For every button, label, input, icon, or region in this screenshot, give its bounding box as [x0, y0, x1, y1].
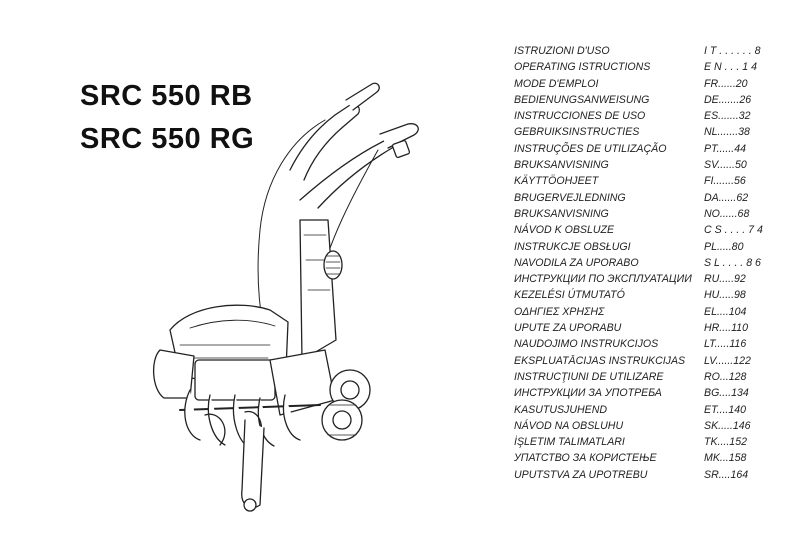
toc-language-label: MODE D'EMPLOI — [514, 77, 599, 90]
toc-language-label: ΟΔΗΓΙΕΣ ΧΡΗΣΗΣ — [514, 305, 605, 318]
toc-language-label: BRUKSANVISNING — [514, 159, 609, 172]
toc-page-ref: TK....152 — [704, 436, 747, 449]
toc-page-ref: S L . . . . 8 6 — [704, 256, 761, 269]
toc-language-label: INSTRUCŢIUNI DE UTILIZARE — [514, 370, 664, 383]
toc-page-ref: DA......62 — [704, 191, 749, 204]
tine-shaft — [179, 404, 321, 411]
toc-language-label: NÁVOD NA OBSLUHU — [514, 419, 624, 432]
toc-page-ref: FI.......56 — [704, 175, 746, 188]
tiller-illustration — [153, 82, 419, 512]
toc-language-label: INSTRUCCIONES DE USO — [514, 110, 646, 123]
toc-entry[interactable]: NAUDOJIMO INSTRUKCIJOS LT.....116 — [514, 338, 762, 354]
toc-language-label: ИНСТРУКЦИИ ПО ЭКСПЛУАТАЦИИ — [514, 273, 692, 286]
starter-housing — [153, 349, 195, 399]
toc-page-ref: ES.......32 — [704, 110, 751, 123]
drag-bar — [241, 419, 265, 509]
toc-page-ref: NL.......38 — [704, 126, 750, 139]
toc-language-label: KÄYTTÖOHJEET — [514, 175, 599, 188]
toc-entry[interactable]: GEBRUIKSINSTRUCTIES NL.......38 — [514, 126, 762, 142]
toc-entry[interactable]: ИНСТРУКЦИИ ПО ЭКСПЛУАТАЦИИ RU.....92 — [514, 273, 762, 289]
toc-page-ref: RO...128 — [704, 370, 747, 383]
toc-language-label: BRUKSANVISNING — [514, 207, 609, 220]
toc-page-ref: E N . . . 1 4 — [704, 61, 757, 74]
toc-language-label: BEDIENUNGSANWEISUNG — [514, 93, 650, 106]
toc-entry[interactable]: KASUTUSJUHEND ET....140 — [514, 404, 762, 420]
toc-entry[interactable]: BRUGERVEJLEDNING DA......62 — [514, 192, 762, 208]
toc-language-label: KEZELÉSI ÚTMUTATÓ — [514, 289, 625, 302]
toc-page-ref: RU.....92 — [704, 273, 746, 286]
toc-page-ref: ET....140 — [704, 403, 747, 416]
model-title-rb: SRC 550 RB — [80, 80, 253, 112]
model-title-rg: SRC 550 RG — [80, 123, 255, 155]
toc-page-ref: SR....164 — [704, 468, 749, 481]
toc-page-ref: BG....134 — [704, 387, 749, 400]
toc-entry[interactable]: İŞLETIM TALIMATLARI TK....152 — [514, 436, 762, 452]
toc-language-label: OPERATING ISTRUCTIONS — [514, 61, 651, 74]
toc-entry[interactable]: OPERATING ISTRUCTIONS E N . . . 1 4 — [514, 61, 762, 77]
toc-entry[interactable]: ИНСТРУКЦИИ ЗА УПОТРЕБА BG....134 — [514, 387, 762, 403]
toc-page-ref: EL....104 — [704, 305, 747, 318]
toc-page-ref: PT......44 — [704, 142, 747, 155]
toc-language-label: UPUTE ZA UPORABU — [514, 322, 622, 335]
toc-entry[interactable]: UPUTSTVA ZA UPOTREBU SR....164 — [514, 469, 762, 485]
toc-entry[interactable]: ISTRUZIONI D'USO I T . . . . . . 8 — [514, 45, 762, 61]
toc-entry[interactable]: INSTRUÇÕES DE UTILIZAÇÃO PT......44 — [514, 143, 762, 159]
toc-entry[interactable]: NÁVOD NA OBSLUHU SK.....146 — [514, 420, 762, 436]
toc-entry[interactable]: NÁVOD K OBSLUZE C S . . . . 7 4 — [514, 224, 763, 240]
toc-page-ref: PL.....80 — [704, 240, 744, 253]
toc-language-label: ISTRUZIONI D'USO — [514, 45, 610, 57]
toc-entry[interactable]: BRUKSANVISNING NO......68 — [514, 208, 762, 224]
toc-page-ref: MK...158 — [704, 452, 747, 465]
toc-language-label: BRUGERVEJLEDNING — [514, 191, 626, 204]
toc-language-label: KASUTUSJUHEND — [514, 403, 608, 416]
toc-page-ref: FR......20 — [704, 77, 748, 90]
toc-entry[interactable]: INSTRUCŢIUNI DE UTILIZARE RO...128 — [514, 371, 762, 387]
right-grip — [379, 123, 419, 149]
toc-entry[interactable]: ΟΔΗΓΙΕΣ ΧΡΗΣΗΣ EL....104 — [514, 306, 762, 322]
toc-entry[interactable]: NAVODILA ZA UPORABO S L . . . . 8 6 — [514, 257, 762, 273]
engine-block — [194, 359, 276, 401]
toc-language-label: ИНСТРУКЦИИ ЗА УПОТРЕБА — [514, 387, 662, 400]
toc-language-label: İŞLETIM TALIMATLARI — [514, 436, 625, 449]
toc-page-ref: HU.....98 — [704, 289, 746, 302]
toc-page-ref: SK.....146 — [704, 419, 751, 432]
toc-entry[interactable]: UPUTE ZA UPORABU HR....110 — [514, 322, 762, 338]
toc-entry[interactable]: MODE D'EMPLOI FR......20 — [514, 78, 762, 94]
toc-language-label: УПАТСТВО ЗА КОРИСТЕЊЕ — [514, 452, 657, 465]
toc-page-ref: LT.....116 — [704, 338, 747, 351]
toc-language-label: GEBRUIKSINSTRUCTIES — [514, 126, 640, 139]
toc-page-ref: SV......50 — [704, 159, 747, 172]
toc-entry[interactable]: BRUKSANVISNING SV......50 — [514, 159, 762, 175]
adjust-knob — [323, 250, 343, 280]
toc-page-ref: DE.......26 — [704, 93, 752, 106]
toc-page-ref: NO......68 — [704, 207, 750, 220]
throttle-lever — [391, 139, 411, 159]
toc-entry[interactable]: INSTRUCCIONES DE USO ES.......32 — [514, 110, 762, 126]
toc-entry[interactable]: BEDIENUNGSANWEISUNG DE.......26 — [514, 94, 762, 110]
toc-language-label: INSTRUKCJE OBSŁUGI — [514, 240, 631, 253]
toc-entry[interactable]: INSTRUKCJE OBSŁUGI PL.....80 — [514, 241, 762, 257]
toc-page-ref: C S . . . . 7 4 — [704, 224, 763, 237]
toc-language-label: NAVODILA ZA UPORABO — [514, 256, 639, 269]
table-of-contents: ISTRUZIONI D'USO I T . . . . . . 8 OPERATI… — [514, 45, 763, 485]
toc-entry[interactable]: EKSPLUATĀCIJAS INSTRUKCIJAS LV......122 — [514, 355, 762, 371]
toc-language-label: INSTRUÇÕES DE UTILIZAÇÃO — [514, 142, 667, 155]
toc-page-ref: I T . . . . . . 8 — [704, 45, 761, 57]
toc-page-ref: HR....110 — [704, 322, 748, 335]
toc-language-label: NAUDOJIMO INSTRUKCIJOS — [514, 338, 659, 351]
toc-entry[interactable]: УПАТСТВО ЗА КОРИСТЕЊЕ MK...158 — [514, 452, 762, 468]
transport-wheel-front — [321, 399, 363, 441]
toc-entry[interactable]: KÄYTTÖOHJEET FI.......56 — [514, 175, 762, 191]
toc-entry[interactable]: KEZELÉSI ÚTMUTATÓ HU.....98 — [514, 289, 762, 305]
right-handlebar — [299, 138, 395, 209]
left-grip — [345, 82, 380, 111]
left-handlebar — [289, 103, 360, 181]
toc-language-label: EKSPLUATĀCIJAS INSTRUKCIJAS — [514, 354, 686, 367]
toc-language-label: UPUTSTVA ZA UPOTREBU — [514, 468, 648, 481]
toc-page-ref: LV......122 — [704, 354, 751, 367]
toc-language-label: NÁVOD K OBSLUZE — [514, 224, 615, 237]
